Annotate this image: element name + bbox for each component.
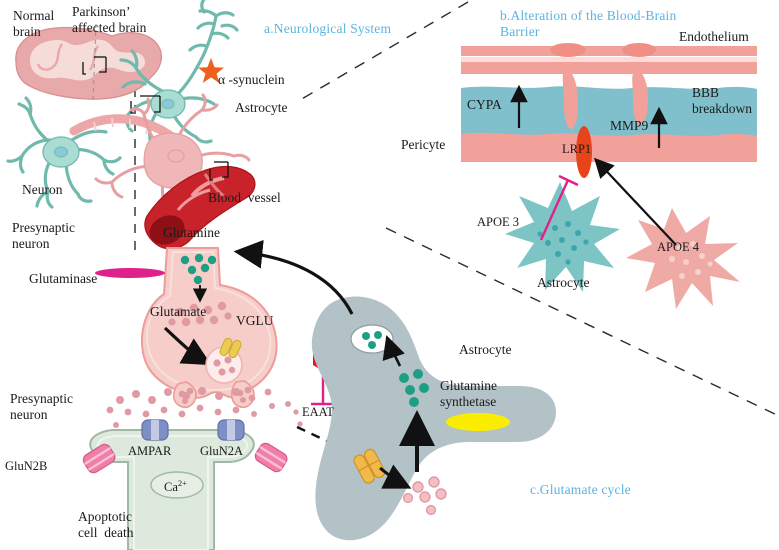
- astrocyte-vesicle: [350, 324, 394, 354]
- label-glutamate: Glutamate: [150, 304, 207, 319]
- neuron-nucleus: [54, 146, 68, 158]
- vessel-highlight-1: [190, 176, 225, 198]
- lrp1-transporter-icon: [576, 126, 592, 178]
- ampar-receptor-icon: [141, 419, 169, 441]
- vessel-highlight-2: [176, 188, 211, 211]
- label-apoptotic-cell-death: Apoptotic cell death: [78, 509, 134, 540]
- label-glun2b: GluN2B: [5, 459, 48, 473]
- label-astrocyte-a: Astrocyte: [235, 100, 288, 115]
- endothelium-top-band: [461, 46, 757, 56]
- apoe3-astrocyte: [505, 182, 620, 292]
- panel-a-group: [6, 0, 256, 250]
- astrocyte-nucleus: [167, 149, 185, 163]
- astrocyte-grey-body: [311, 296, 556, 541]
- label-apoe4: APOE 4: [657, 240, 700, 254]
- label-bbb-breakdown: BBB breakdown: [692, 85, 752, 116]
- glutamate-entry-arrow: [379, 464, 412, 489]
- apoe3-star-shape: [505, 182, 620, 292]
- apoe4-astrocyte: [626, 208, 740, 309]
- apoe3-granules: [537, 221, 589, 265]
- label-vglu: VGLU: [236, 313, 274, 328]
- vglu-transporter-icon: [219, 337, 242, 359]
- label-mmp9: MMP9: [610, 118, 649, 133]
- glutamine-packaging-arrow: [382, 335, 405, 367]
- callout-dashed-lines: [299, 1, 779, 417]
- callout-line-lower: [385, 227, 779, 417]
- neuron-zoom-bracket: [130, 95, 161, 114]
- apoe4-star-shape: [626, 208, 740, 309]
- calcium-charge: 2+: [177, 478, 187, 488]
- label-glutaminase: Glutaminase: [29, 271, 98, 286]
- glutamine-particles-terminal: [180, 253, 217, 285]
- neuron-teal-upper: [110, 0, 239, 160]
- label-neuron: Neuron: [22, 182, 63, 197]
- brain-zoom-bracket: [82, 56, 107, 75]
- label-alpha-synuclein: α -synuclein: [218, 72, 285, 87]
- eaat-inhibition-bar: [311, 375, 335, 406]
- endothelial-junctions: [550, 43, 656, 130]
- label-parkinson-brain: Parkinson’ affected brain: [72, 4, 147, 35]
- brain-sulcus-2: [88, 45, 100, 71]
- endothelium-bottom-band: [461, 62, 757, 74]
- glutaminase-bar-icon: [95, 268, 165, 278]
- label-presynaptic-neuron-top: Presynaptic neuron: [12, 220, 75, 251]
- label-cypa: CYPA: [467, 97, 502, 112]
- apoe4-granules: [669, 241, 713, 279]
- panel-b-title: b.Alteration of the Blood-Brain Barrier: [500, 8, 677, 39]
- pericyte-band: [461, 132, 757, 162]
- brain-sulcus-1: [36, 43, 64, 71]
- glutamate-cleft-particles: [106, 387, 303, 428]
- presynaptic-terminal: [140, 247, 278, 400]
- label-astrocyte-c: Astrocyte: [459, 342, 512, 357]
- apoe3-inhibits-lrp1-arrow: [539, 174, 579, 241]
- eaat-transporter-icon: [353, 448, 386, 484]
- neuron-teal-lower: [6, 96, 122, 209]
- vessel-lumen: [149, 215, 185, 245]
- callout-line-upper: [299, 1, 469, 101]
- label-pericyte: Pericyte: [401, 137, 446, 152]
- glutamate-particles-terminal: [168, 301, 232, 327]
- label-apoe3: APOE 3: [477, 215, 520, 229]
- synaptic-vesicle-vglu: [205, 337, 243, 384]
- panel-a-title: a.Neurological System: [264, 21, 392, 36]
- label-presynaptic-neuron-bottom: Presynaptic neuron: [10, 391, 73, 422]
- alpha-synuclein-star-icon: [198, 58, 224, 83]
- panel-b-group: [461, 43, 757, 309]
- label-lrp1: LRP1: [562, 142, 592, 156]
- bbb-teal-layer: [461, 86, 757, 140]
- label-eaat: EAAT: [302, 405, 334, 419]
- label-astrocyte-b: Astrocyte: [537, 275, 590, 290]
- panel-c-title: c.Glutamate cycle: [530, 482, 631, 497]
- glun2b-receptor-right-icon: [254, 442, 288, 473]
- glutamine-return-arrow: [233, 239, 354, 315]
- glutamine-synthetase-icon: [446, 413, 510, 431]
- label-blood-vessel: Blood vessel: [208, 190, 281, 205]
- calcium-oval: [150, 471, 204, 499]
- glun2b-receptor-left-icon: [82, 443, 116, 474]
- glun2a-receptor-icon: [217, 419, 245, 441]
- presynaptic-inner-membrane: [146, 251, 272, 392]
- vessel-stripe: [203, 173, 225, 198]
- endothelium-lumen-line: [461, 57, 757, 62]
- glutamine-particles-astrocyte: [399, 369, 429, 407]
- panel-c-group: [82, 239, 556, 550]
- calcium-text: Ca: [164, 480, 178, 495]
- brain-illustration: [15, 23, 163, 101]
- label-calcium: Ca2+: [164, 478, 187, 495]
- label-ampar: AMPAR: [128, 444, 172, 458]
- label-glutamine-synthetase: Glutamine synthetase: [440, 378, 497, 409]
- glutamate-loading-arrow: [163, 326, 212, 366]
- apoe4-activates-lrp1-arrow: [593, 157, 677, 246]
- label-glutamine: Glutamine: [163, 225, 220, 240]
- glutamate-particles-astrocyte: [402, 476, 447, 516]
- neuron-nucleus-upper: [161, 98, 175, 110]
- blood-vessel: [144, 161, 256, 250]
- label-glun2a: GluN2A: [200, 444, 244, 458]
- vessel-zoom-bracket: [209, 161, 229, 181]
- label-endothelium: Endothelium: [679, 29, 749, 44]
- label-normal-brain: Normal brain: [13, 8, 55, 39]
